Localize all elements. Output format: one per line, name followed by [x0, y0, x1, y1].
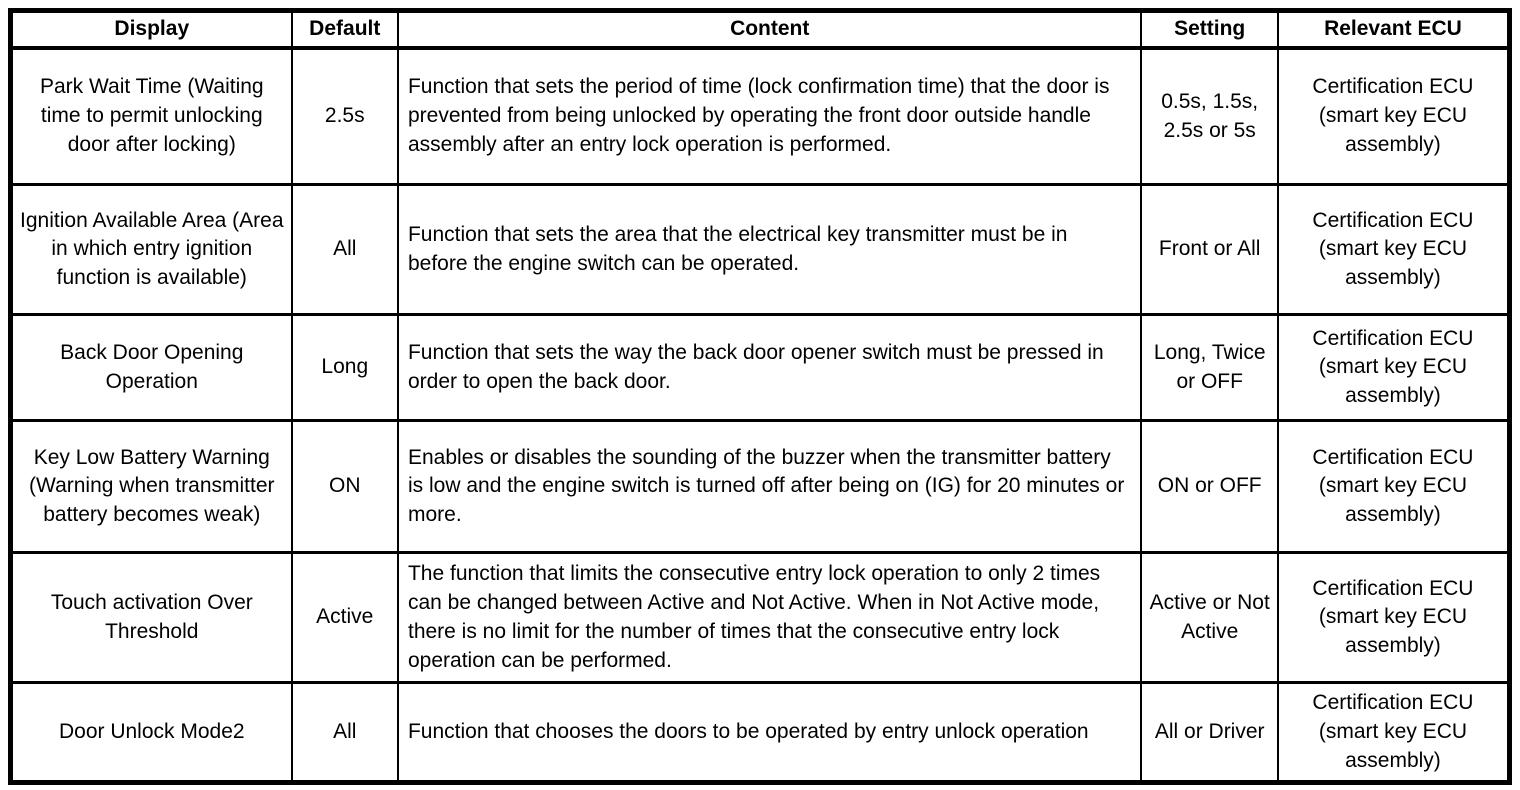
cell-display: Park Wait Time (Waiting time to permit u…	[9, 46, 293, 187]
cell-content: The function that limits the consecutive…	[396, 551, 1143, 685]
cell-default: ON	[290, 419, 399, 555]
table-row: Back Door Opening Operation Long Functio…	[9, 313, 1511, 423]
customization-settings-table: Display Default Content Setting Relevant…	[8, 8, 1512, 786]
cell-relevant-ecu: Certification ECU (smart key ECU assembl…	[1276, 419, 1511, 555]
cell-setting: Active or Not Active	[1140, 551, 1279, 685]
cell-content: Function that sets the period of time (l…	[396, 46, 1143, 187]
cell-display: Key Low Battery Warning (Warning when tr…	[9, 419, 293, 555]
cell-display: Ignition Available Area (Area in which e…	[9, 183, 293, 317]
cell-relevant-ecu: Certification ECU (smart key ECU assembl…	[1276, 183, 1511, 317]
cell-default: All	[290, 183, 399, 317]
cell-relevant-ecu: Certification ECU (smart key ECU assembl…	[1276, 681, 1511, 785]
cell-display: Door Unlock Mode2	[9, 681, 293, 785]
cell-relevant-ecu: Certification ECU (smart key ECU assembl…	[1276, 46, 1511, 187]
column-header-setting: Setting	[1140, 9, 1279, 50]
cell-default: 2.5s	[290, 46, 399, 187]
column-header-display: Display	[9, 9, 293, 50]
cell-content: Enables or disables the sounding of the …	[396, 419, 1143, 555]
cell-relevant-ecu: Certification ECU (smart key ECU assembl…	[1276, 551, 1511, 685]
table-body: Park Wait Time (Waiting time to permit u…	[9, 46, 1511, 785]
cell-setting: All or Driver	[1140, 681, 1279, 785]
cell-relevant-ecu: Certification ECU (smart key ECU assembl…	[1276, 313, 1511, 423]
cell-default: Active	[290, 551, 399, 685]
cell-setting: Front or All	[1140, 183, 1279, 317]
cell-content: Function that sets the area that the ele…	[396, 183, 1143, 317]
column-header-default: Default	[290, 9, 399, 50]
column-header-content: Content	[396, 9, 1143, 50]
table-row: Door Unlock Mode2 All Function that choo…	[9, 681, 1511, 785]
cell-display: Touch activation Over Threshold	[9, 551, 293, 685]
cell-setting: ON or OFF	[1140, 419, 1279, 555]
table-row: Touch activation Over Threshold Active T…	[9, 551, 1511, 685]
column-header-relevant-ecu: Relevant ECU	[1276, 9, 1511, 50]
cell-setting: Long, Twice or OFF	[1140, 313, 1279, 423]
cell-setting: 0.5s, 1.5s, 2.5s or 5s	[1140, 46, 1279, 187]
cell-display: Back Door Opening Operation	[9, 313, 293, 423]
cell-default: All	[290, 681, 399, 785]
table-row: Ignition Available Area (Area in which e…	[9, 183, 1511, 317]
cell-default: Long	[290, 313, 399, 423]
cell-content: Function that chooses the doors to be op…	[396, 681, 1143, 785]
table-header: Display Default Content Setting Relevant…	[9, 9, 1511, 50]
header-row: Display Default Content Setting Relevant…	[9, 9, 1511, 50]
table-row: Park Wait Time (Waiting time to permit u…	[9, 46, 1511, 187]
table-row: Key Low Battery Warning (Warning when tr…	[9, 419, 1511, 555]
cell-content: Function that sets the way the back door…	[396, 313, 1143, 423]
